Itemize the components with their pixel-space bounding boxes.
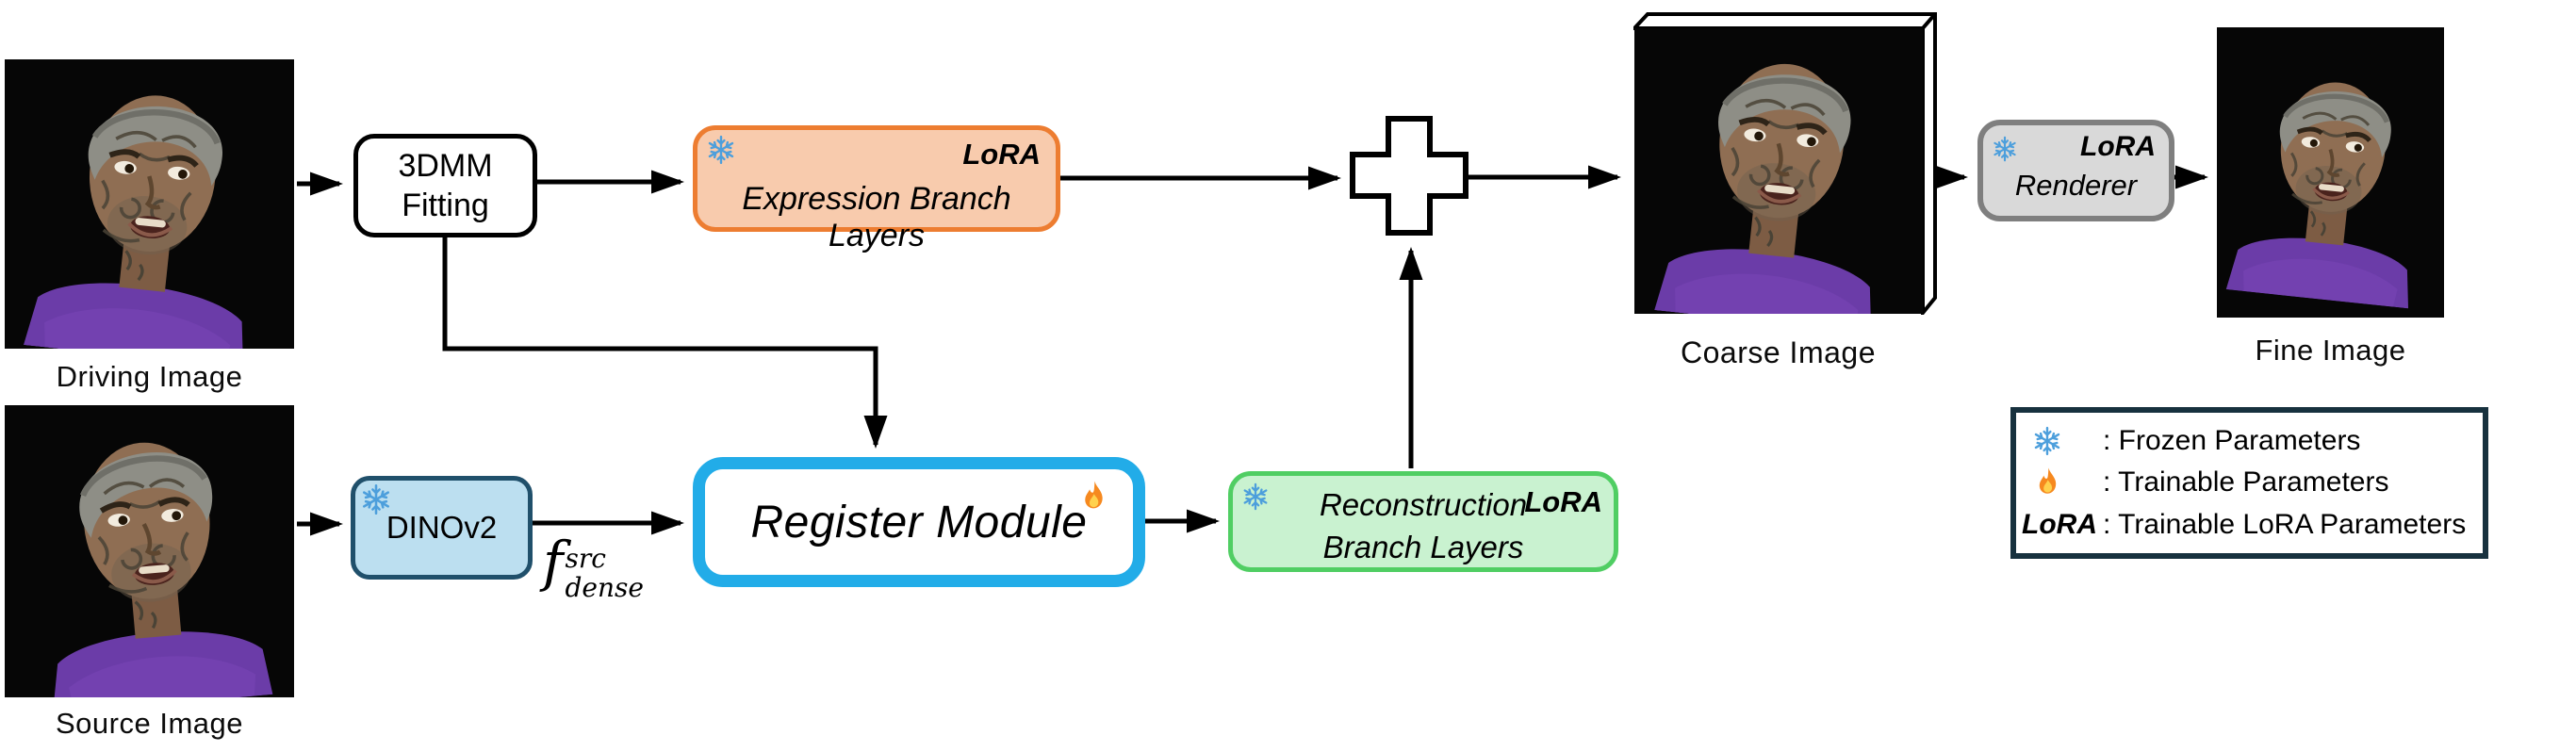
source-image-label: Source Image (56, 707, 243, 740)
reconstruction-branch-box: LoRA Reconstruction Branch Layers (1228, 471, 1618, 572)
reconstruction-label-line1: Reconstruction (1319, 487, 1528, 522)
register-module-box: Register Module (693, 457, 1145, 587)
legend-row-trainable: : Trainable Parameters (2016, 462, 2477, 503)
snowflake-icon (2034, 427, 2060, 456)
driving-image-label: Driving Image (56, 360, 243, 393)
fine-image-label: Fine Image (2255, 334, 2406, 367)
fitting-label-line1: 3DMM (398, 147, 493, 184)
driving-image-photo (5, 59, 294, 349)
face-illustration (5, 59, 294, 349)
add-operator-icon (1350, 116, 1468, 236)
flame-icon (1076, 479, 1112, 515)
flame-icon (2031, 466, 2065, 499)
legend-frozen-label: : Frozen Parameters (2103, 425, 2361, 457)
math-superscript: src (565, 543, 606, 574)
legend-row-lora: LoRA : Trainable LoRA Parameters (2016, 504, 2477, 546)
legend-lora-label: : Trainable LoRA Parameters (2103, 508, 2467, 540)
source-image-photo (5, 405, 294, 697)
coarse-image-label: Coarse Image (1681, 335, 1876, 369)
dinov2-label: DINOv2 (386, 510, 498, 545)
dinov2-box: DINOv2 (351, 476, 533, 580)
arrow-fitting-to-register (442, 237, 888, 450)
fitting-box: 3DMM Fitting (353, 134, 537, 237)
coarse-image-slab (1630, 8, 1940, 319)
legend-row-frozen: : Frozen Parameters (2016, 420, 2477, 462)
snowflake-icon (708, 135, 734, 165)
renderer-lora-tag: LoRA (2080, 131, 2156, 162)
legend-box: : Frozen Parameters : Trainable Paramete… (2010, 407, 2488, 559)
fitting-label-line2: Fitting (402, 188, 489, 223)
snowflake-icon (1243, 482, 1268, 511)
reconstruction-lora-tag: LoRA (1524, 485, 1602, 518)
legend-lora-symbol: LoRA (2022, 508, 2097, 540)
reconstruction-label-line2: Branch Layers (1322, 530, 1524, 564)
snowflake-icon (362, 484, 390, 515)
renderer-box: LoRA Renderer (1977, 120, 2174, 221)
math-subscript: dense (565, 572, 644, 604)
expression-lora-tag: LoRA (962, 138, 1041, 171)
register-module-label: Register Module (750, 497, 1088, 548)
expression-label: Expression Branch Layers (742, 181, 1011, 253)
expression-branch-box: LoRA Expression Branch Layers (693, 125, 1060, 253)
face-illustration (1634, 28, 1923, 314)
fine-image-photo (2217, 27, 2444, 318)
snowflake-icon (1994, 136, 2016, 162)
face-illustration (5, 405, 294, 697)
renderer-label: Renderer (2014, 169, 2138, 202)
legend-trainable-label: : Trainable Parameters (2103, 466, 2389, 499)
math-base: f (543, 530, 564, 594)
face-illustration (2217, 27, 2444, 318)
coarse-image-photo (1634, 28, 1923, 314)
